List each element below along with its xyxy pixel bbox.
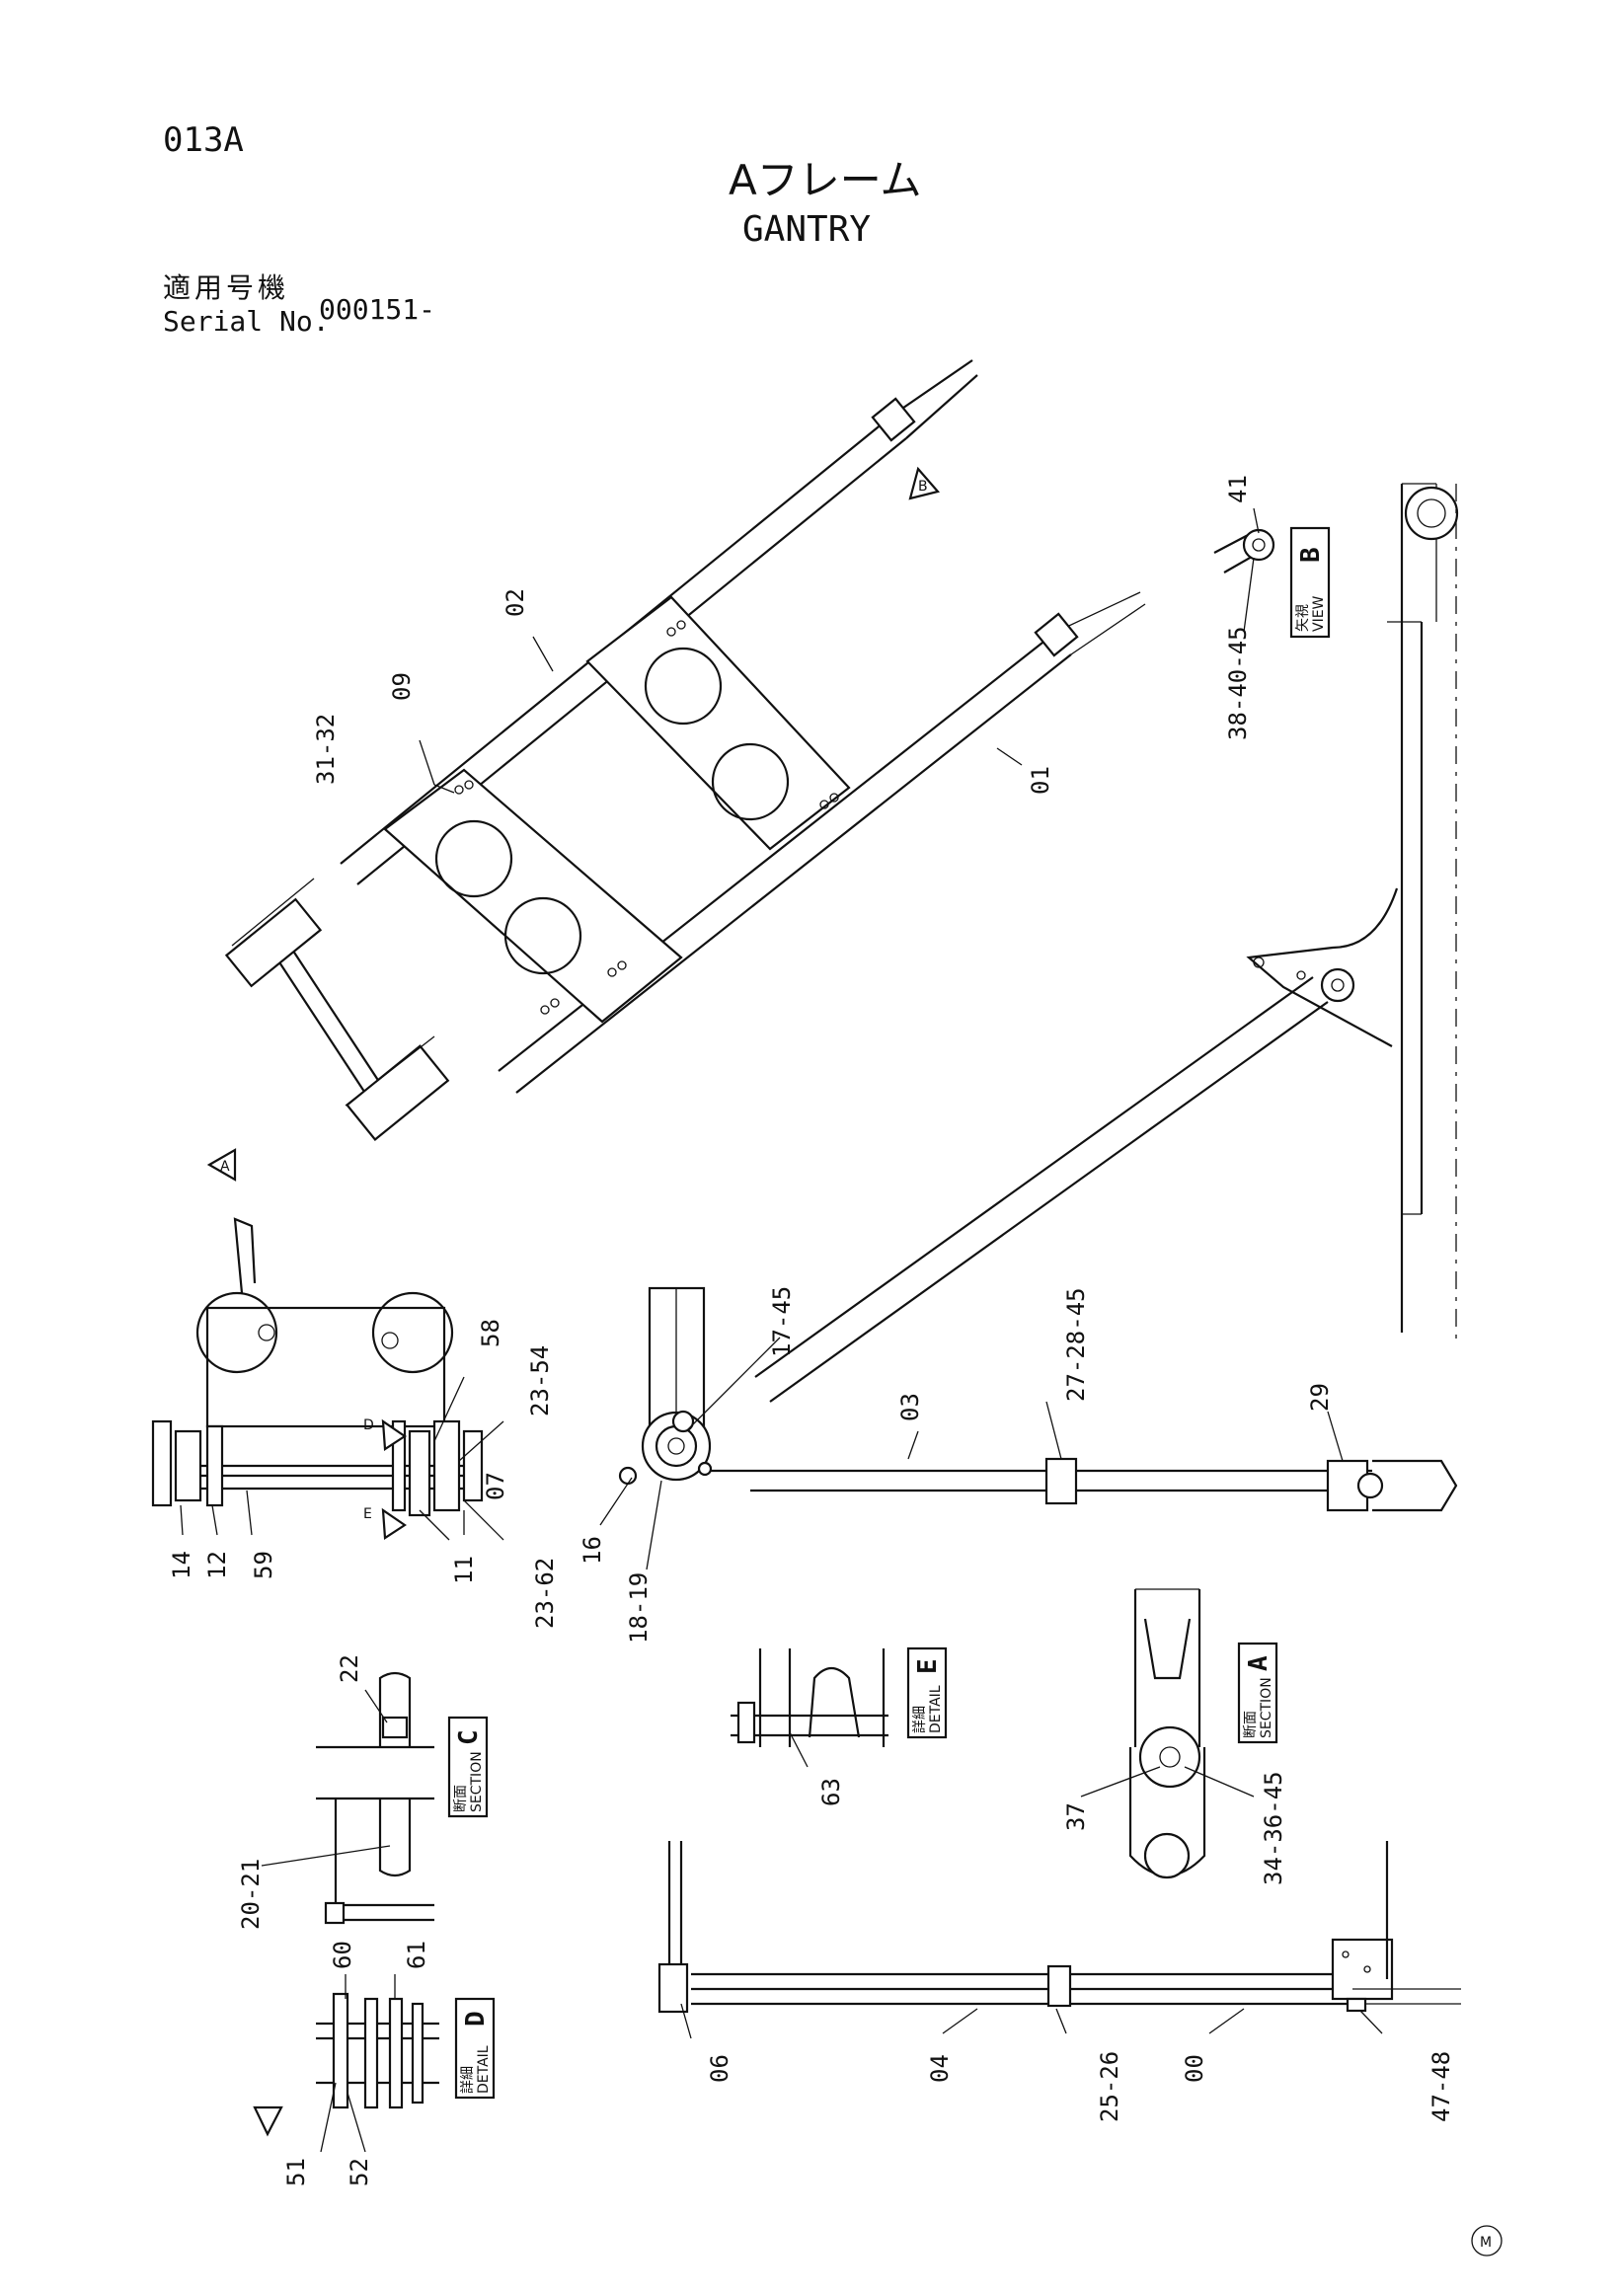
- part-label-25-26: 25-26: [1096, 2051, 1123, 2122]
- view-arrow-a: A: [206, 1148, 237, 1182]
- svg-text:C: C: [454, 1729, 484, 1745]
- part-label-29: 29: [1306, 1383, 1334, 1412]
- plate-lower: [383, 768, 683, 1024]
- part-label-20-21: 20-21: [237, 1859, 265, 1930]
- part-label-23-54: 23-54: [526, 1345, 554, 1416]
- part-label-06: 06: [706, 2054, 733, 2083]
- footer-mark-letter: M: [1480, 2235, 1492, 2251]
- part-label-03: 03: [896, 1393, 924, 1421]
- part-label-34-36-45: 34-36-45: [1260, 1771, 1287, 1885]
- view-arrow-down: [253, 2105, 283, 2137]
- serial-label-japanese: 適用号機: [163, 271, 290, 304]
- svg-text:A: A: [1244, 1655, 1273, 1671]
- svg-text:断面: 断面: [1243, 1711, 1259, 1738]
- svg-text:E: E: [913, 1658, 943, 1674]
- svg-text:DETAIL: DETAIL: [928, 1685, 944, 1733]
- view-b-tag: 矢視 VIEW B: [1289, 526, 1331, 639]
- title-japanese: Aフレーム: [729, 156, 922, 204]
- part-label-27-28-45: 27-28-45: [1062, 1287, 1090, 1402]
- part-label-47-48: 47-48: [1427, 2051, 1455, 2122]
- part-label-04: 04: [926, 2054, 954, 2083]
- part-label-38-40-45: 38-40-45: [1224, 626, 1252, 740]
- part-label-60: 60: [329, 1941, 356, 1969]
- section-c-detail: [316, 1671, 434, 1925]
- part-label-31-32: 31-32: [312, 714, 340, 785]
- part-label-22: 22: [336, 1654, 363, 1683]
- section-c-tag: 断面 SECTION C: [447, 1716, 489, 1818]
- svg-text:詳細: 詳細: [460, 2066, 476, 2094]
- part-label-01: 01: [1027, 766, 1054, 795]
- view-arrow-d-letter: D: [363, 1417, 374, 1433]
- detail-d-tag: 詳細 DETAIL D: [454, 1997, 496, 2100]
- svg-text:詳細: 詳細: [912, 1706, 928, 1733]
- part-labels: 41 38-40-45 02 09 31-32 01 17-45 27-28-4…: [168, 475, 1455, 2186]
- view-arrow-a-letter: A: [220, 1159, 230, 1175]
- detail-e-tag: 詳細 DETAIL E: [906, 1646, 948, 1739]
- part-label-09: 09: [388, 672, 416, 701]
- part-label-12: 12: [203, 1551, 231, 1579]
- part-label-61: 61: [403, 1941, 430, 1969]
- part-label-23-62: 23-62: [531, 1558, 559, 1629]
- part-label-37: 37: [1062, 1802, 1090, 1831]
- svg-text:断面: 断面: [453, 1785, 469, 1812]
- part-label-17-45: 17-45: [768, 1286, 796, 1357]
- detail-d: [316, 1992, 439, 2109]
- svg-text:SECTION: SECTION: [1259, 1677, 1274, 1738]
- serial-label-english: Serial No.: [163, 305, 330, 338]
- part-label-59: 59: [250, 1551, 277, 1579]
- left-section-view: [151, 1217, 484, 1517]
- svg-text:矢視: 矢視: [1295, 604, 1311, 632]
- bottom-rod-view: [657, 1841, 1461, 2014]
- part-label-41: 41: [1224, 475, 1252, 503]
- section-a-tag: 断面 SECTION A: [1237, 1642, 1278, 1744]
- leader-lines: [180, 507, 1383, 2153]
- part-label-14: 14: [168, 1551, 195, 1579]
- main-side-view: [618, 483, 1459, 1512]
- part-label-58: 58: [477, 1319, 504, 1347]
- plate-upper: [585, 595, 851, 851]
- upper-frame-view: [224, 359, 1146, 1141]
- section-a: [1128, 1588, 1206, 1879]
- part-label-16: 16: [579, 1536, 606, 1565]
- part-label-00: 00: [1181, 2054, 1208, 2083]
- svg-text:DETAIL: DETAIL: [476, 2045, 492, 2094]
- view-arrow-d: D: [363, 1417, 407, 1451]
- svg-text:D: D: [461, 2011, 491, 2027]
- view-b-detail: [1213, 528, 1275, 574]
- part-label-02: 02: [501, 588, 529, 617]
- svg-text:B: B: [1296, 547, 1326, 563]
- view-arrow-b: B: [908, 466, 941, 500]
- view-arrow-b-letter: B: [918, 479, 928, 495]
- svg-text:SECTION: SECTION: [469, 1751, 485, 1812]
- title-english: GANTRY: [742, 209, 872, 250]
- part-label-07: 07: [482, 1472, 509, 1500]
- part-label-11: 11: [450, 1556, 478, 1584]
- view-arrow-e-letter: E: [363, 1506, 372, 1522]
- detail-e: [731, 1648, 888, 1747]
- view-arrow-e: E: [363, 1506, 407, 1540]
- part-label-51-left: 51: [282, 2158, 310, 2186]
- serial-number-value: 000151-: [319, 293, 436, 326]
- page-code: 013A: [163, 120, 244, 160]
- svg-text:VIEW: VIEW: [1311, 595, 1327, 632]
- part-label-18-19: 18-19: [625, 1572, 653, 1644]
- part-label-63: 63: [817, 1778, 845, 1806]
- footer-mark: M: [1471, 2225, 1503, 2257]
- part-label-52: 52: [346, 2158, 373, 2186]
